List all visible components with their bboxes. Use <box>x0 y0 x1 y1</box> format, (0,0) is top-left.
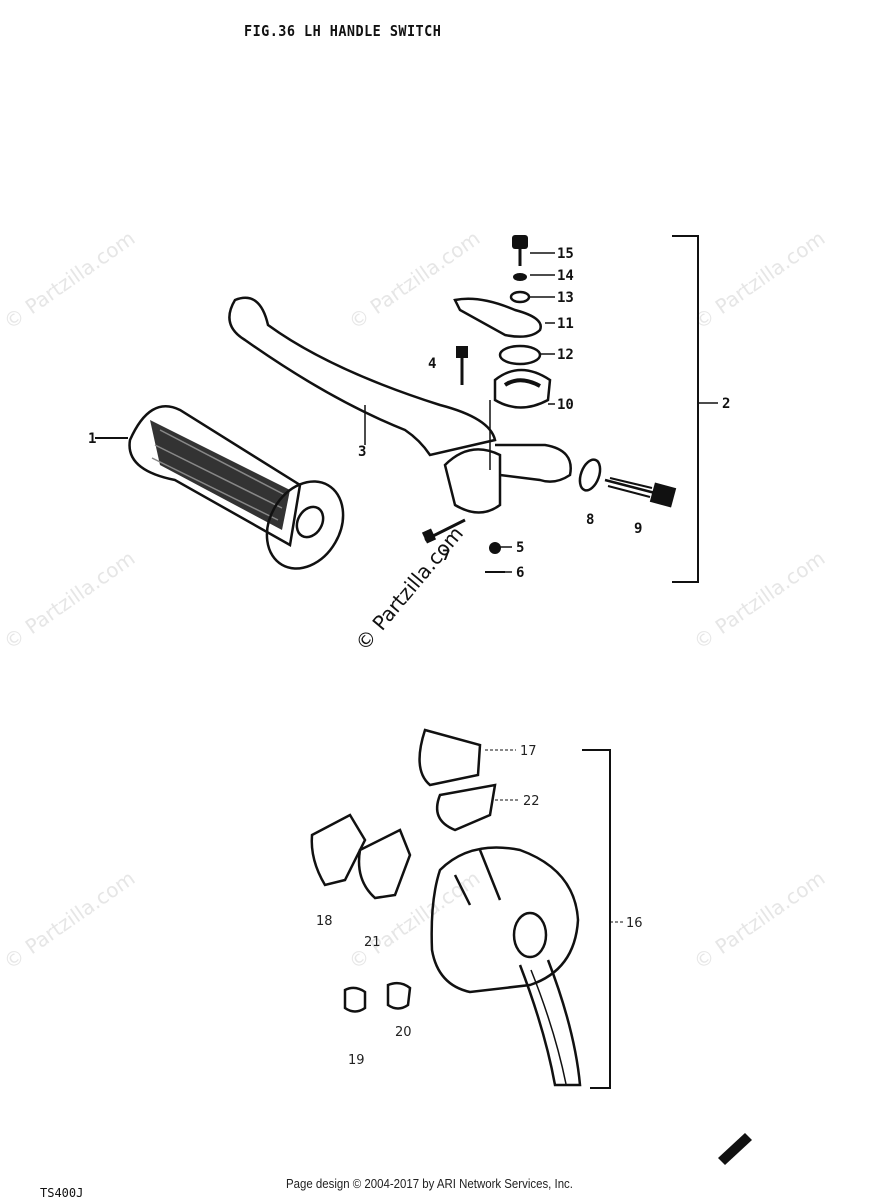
model-code: TS400J <box>40 1186 84 1200</box>
figure-title: FIG.36 LH HANDLE SWITCH <box>244 22 442 40</box>
switch-components <box>310 728 497 1013</box>
callout-1: 1 <box>88 431 96 447</box>
callout-18: 18 <box>316 914 333 929</box>
watermark: © Partzilla.com <box>0 546 139 654</box>
watermark: © Partzilla.com <box>689 546 829 654</box>
callout-5: 5 <box>516 540 524 556</box>
callout-12: 12 <box>557 347 574 363</box>
leader-lines <box>490 252 555 573</box>
switch-bracket <box>582 749 611 1089</box>
callout-17: 17 <box>520 744 537 759</box>
switch-housing-part <box>430 846 582 1087</box>
callout-9: 9 <box>634 521 642 537</box>
watermark: © Partzilla.com <box>689 226 829 334</box>
watermark: © Partzilla.com <box>0 226 139 334</box>
callout-21: 21 <box>364 935 381 950</box>
bolt-and-washer <box>578 458 677 508</box>
callout-13: 13 <box>557 290 574 306</box>
callout-10: 10 <box>557 397 574 413</box>
callout-4: 4 <box>428 356 436 372</box>
watermark: © Partzilla.com <box>344 866 484 974</box>
grip-part <box>95 405 345 570</box>
callout-6: 6 <box>516 565 524 581</box>
page-footer: Page design © 2004-2017 by ARI Network S… <box>286 1176 573 1191</box>
callout-20: 20 <box>395 1025 412 1040</box>
callout-14: 14 <box>557 268 574 284</box>
callout-2: 2 <box>722 396 730 412</box>
callout-11: 11 <box>557 316 574 332</box>
watermark-dark: © Partzilla.com <box>350 522 468 656</box>
watermark: © Partzilla.com <box>344 226 484 334</box>
lever-holder-part <box>443 400 572 514</box>
callout-7: 7 <box>442 548 450 564</box>
watermark: © Partzilla.com <box>689 866 829 974</box>
adjuster-stack <box>453 235 552 409</box>
callout-16: 16 <box>626 916 643 931</box>
callout-8: 8 <box>586 512 594 528</box>
clutch-lever-part <box>228 296 497 457</box>
callout-3: 3 <box>358 444 366 460</box>
callout-19: 19 <box>348 1053 365 1068</box>
callout-15: 15 <box>557 246 574 262</box>
callout-22: 22 <box>523 794 540 809</box>
watermark: © Partzilla.com <box>0 866 139 974</box>
assembly-bracket <box>672 235 699 583</box>
corner-mark <box>718 1133 752 1165</box>
